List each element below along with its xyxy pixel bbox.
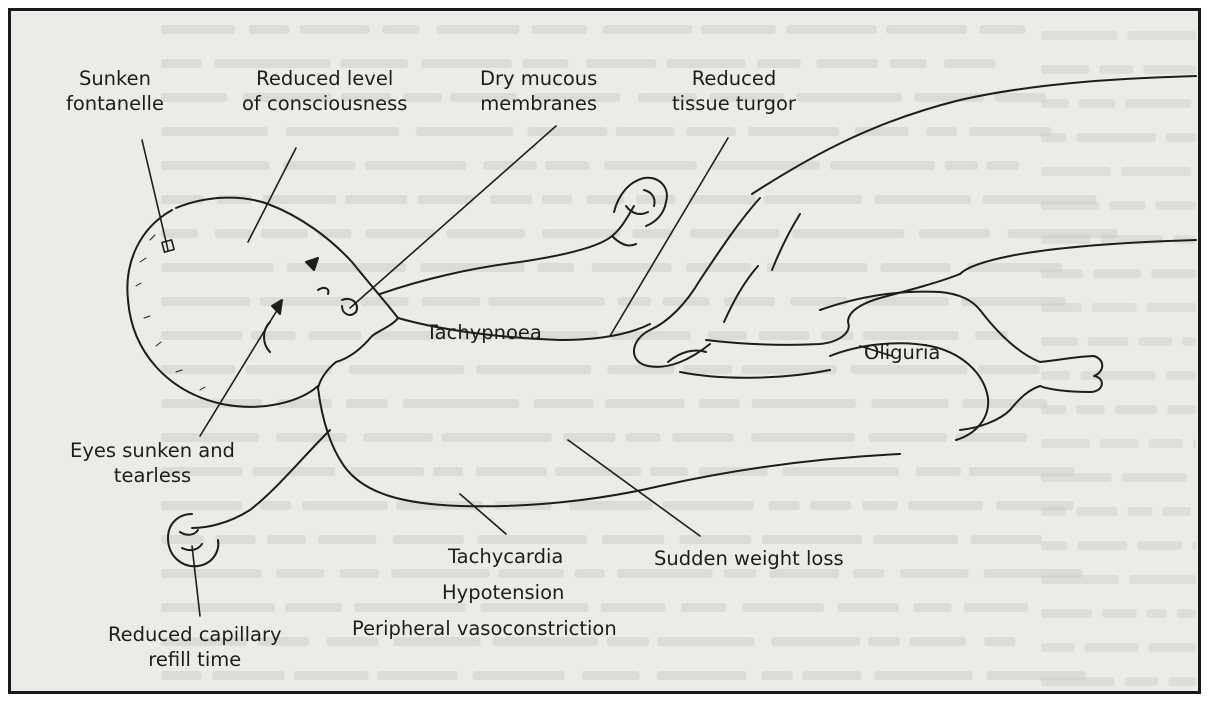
leader-dry-mucous [350, 126, 556, 308]
label-tachycardia: Tachycardia [448, 544, 563, 569]
raised-arm [380, 206, 636, 294]
label-sunken-fontanelle: Sunkenfontanelle [66, 66, 164, 117]
leader-weight-loss [568, 440, 700, 536]
label-reduced-tissue-turgor: Reducedtissue turgor [672, 66, 796, 117]
label-dry-mucous-membranes: Dry mucousmembranes [480, 66, 597, 117]
label-reduced-consciousness: Reduced levelof consciousness [242, 66, 407, 117]
label-sudden-weight-loss: Sudden weight loss [654, 546, 844, 571]
label-tachypnoea: Tachypnoea [426, 320, 542, 345]
infant-head-outline [127, 210, 318, 407]
infant-face-outline [176, 198, 398, 388]
label-peripheral-vasoconstriction: Peripheral vasoconstriction [352, 616, 617, 641]
eye-left [306, 258, 318, 270]
leader-capillary-refill [192, 546, 200, 616]
torso-bottom [318, 388, 900, 506]
foot [1040, 356, 1102, 392]
mouth [342, 299, 357, 315]
label-oliguria: Oliguria [864, 340, 940, 365]
leader-reduced-consciousness [248, 148, 296, 242]
adult-wrist-top [752, 76, 1196, 194]
adult-knuckles [668, 214, 800, 362]
label-hypotension: Hypotension [442, 580, 564, 605]
leader-eyes-sunken [200, 312, 276, 436]
eye-right [272, 300, 282, 314]
label-reduced-capillary-refill: Reduced capillaryrefill time [108, 622, 282, 673]
leader-tachycardia [460, 494, 506, 534]
raised-hand [614, 178, 667, 226]
label-eyes-sunken-tearless: Eyes sunken andtearless [70, 438, 235, 489]
nose [318, 288, 328, 294]
leader-tissue-turgor [610, 138, 728, 336]
adult-wrist-bottom [960, 240, 1196, 274]
hair-texture [136, 235, 205, 390]
